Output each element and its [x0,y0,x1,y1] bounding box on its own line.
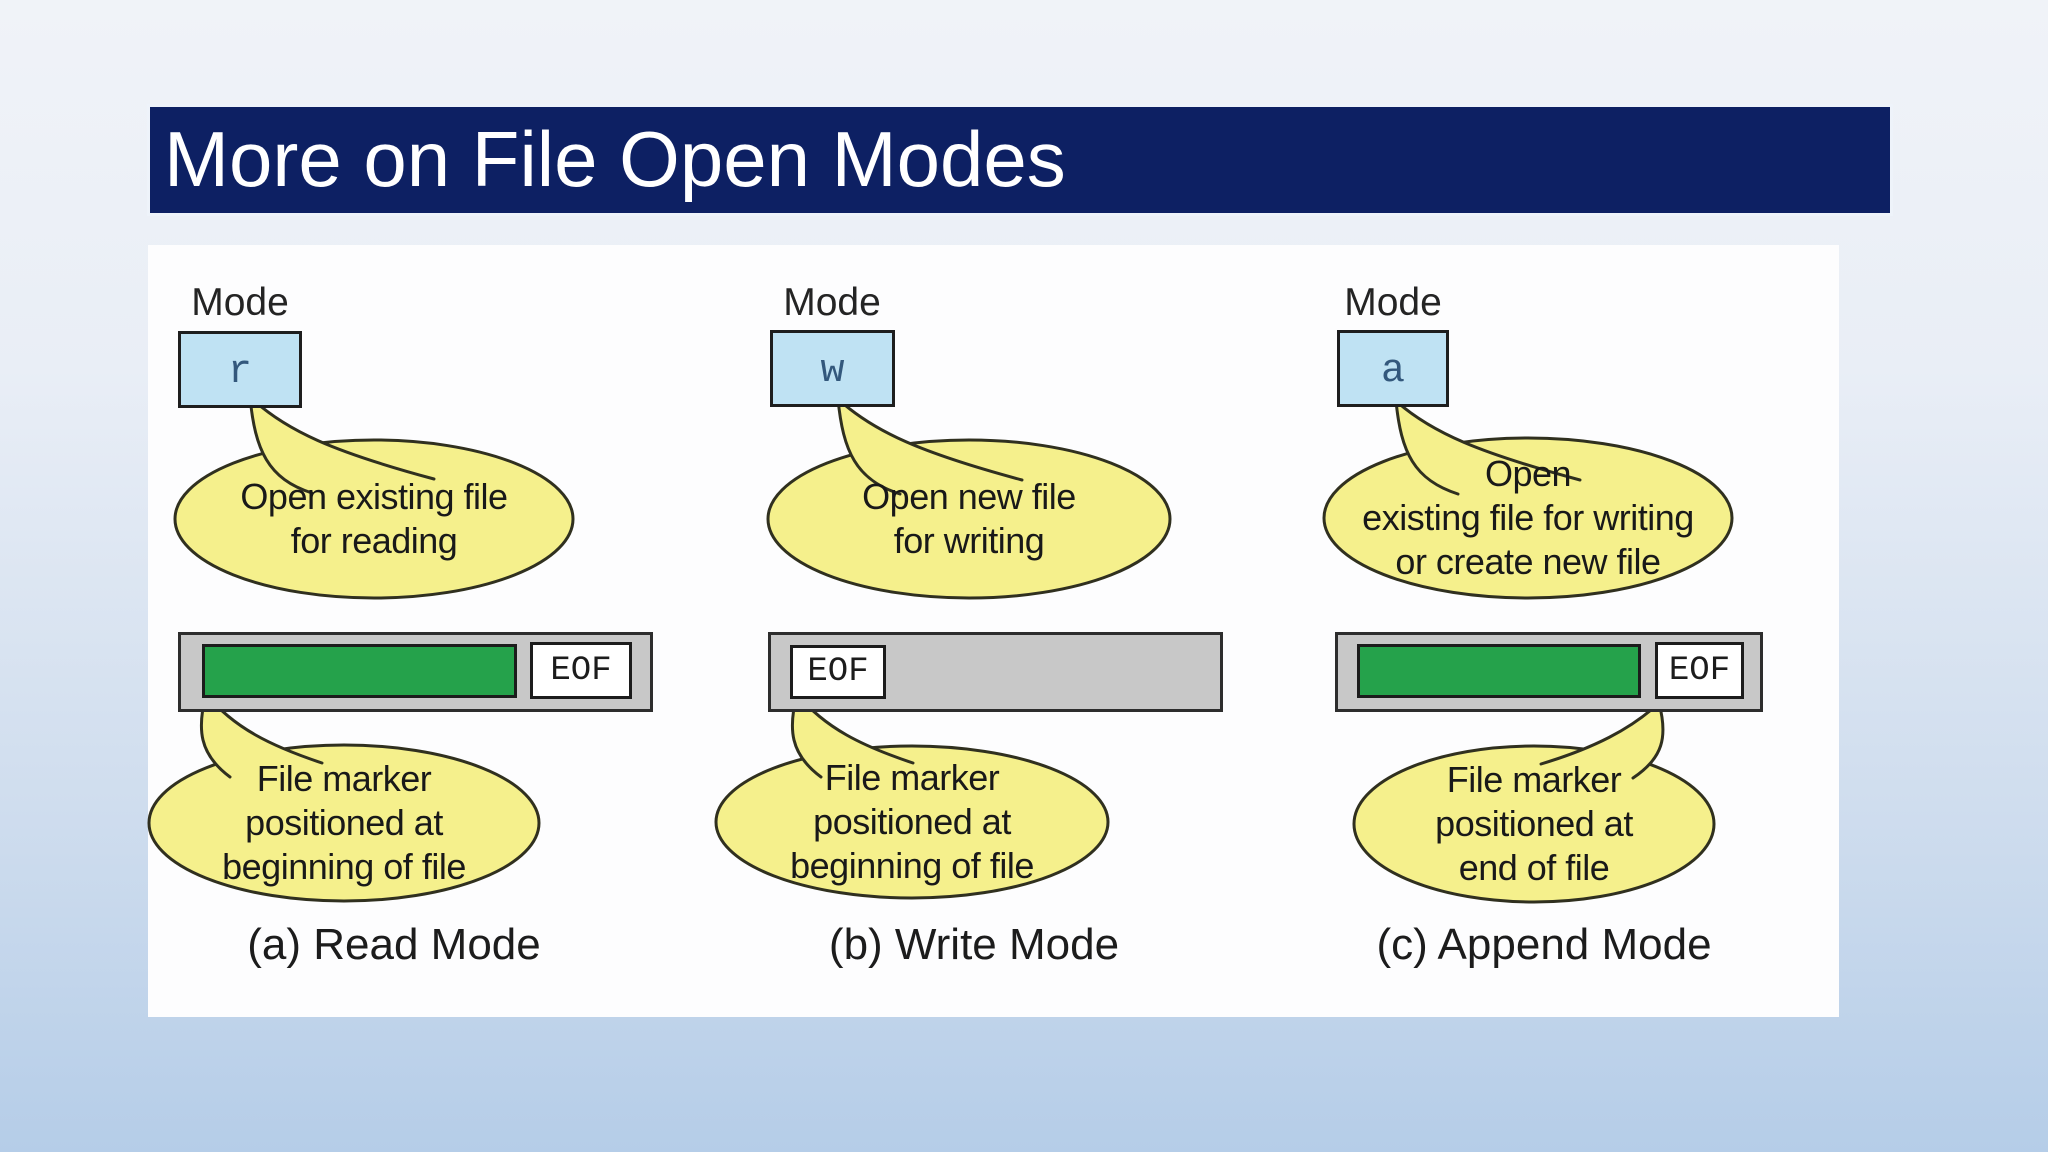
file-data-read [202,644,517,698]
slide-title: More on File Open Modes [164,115,1066,203]
open-bubble-read [173,438,575,600]
mode-box-append: a [1337,330,1449,407]
open-bubble-read-text: Open existing file for reading [240,476,508,561]
caption-write: (b) Write Mode [828,920,1120,969]
mode-letter-append: a [1380,349,1405,394]
mode-letter-write: w [820,349,845,394]
marker-bubble-write-tail [792,694,913,777]
open-bubble-write-text: Open new file for writing [862,476,1076,561]
open-bubble-append-tail-edge [1394,399,1582,496]
mode-label-read: Mode [191,281,289,324]
marker-bubble-append-text: File marker positioned at end of file [1435,759,1633,888]
marker-bubble-read-tail [201,694,322,777]
marker-bubble-write [714,744,1110,900]
open-bubble-write [766,438,1172,600]
eof-label-append: EOF [1668,651,1731,690]
mode-label-append: Mode [1344,281,1442,324]
caption-read: (a) Read Mode [247,920,541,969]
mode-label-write: Mode [783,281,881,324]
open-bubble-append-text: Open existing file for writing or create… [1362,453,1694,582]
marker-bubble-write-text: File marker positioned at beginning of f… [790,757,1034,886]
eof-label-write: EOF [807,653,869,691]
marker-bubble-read-text: File marker positioned at beginning of f… [222,758,466,887]
mode-box-read: r [178,331,302,408]
marker-bubble-read [147,743,541,903]
open-bubble-write-tail [838,399,1022,494]
open-bubble-write-tail-edge [836,397,1024,496]
eof-box-read: EOF [530,642,632,699]
open-bubble-read-tail [250,397,434,493]
eof-label-read: EOF [550,651,612,690]
eof-box-write: EOF [790,645,886,699]
open-bubble-read-tail-edge [248,395,436,495]
file-data-append [1357,644,1641,698]
marker-bubble-append [1352,744,1716,904]
marker-bubble-append-tail [1541,703,1664,778]
mode-box-write: w [770,330,895,407]
mode-letter-read: r [227,350,252,395]
caption-append: (c) Append Mode [1376,920,1712,969]
open-bubble-append-tail [1396,401,1580,494]
eof-box-append: EOF [1655,642,1744,699]
slide-title-bar: More on File Open Modes [147,104,1893,216]
